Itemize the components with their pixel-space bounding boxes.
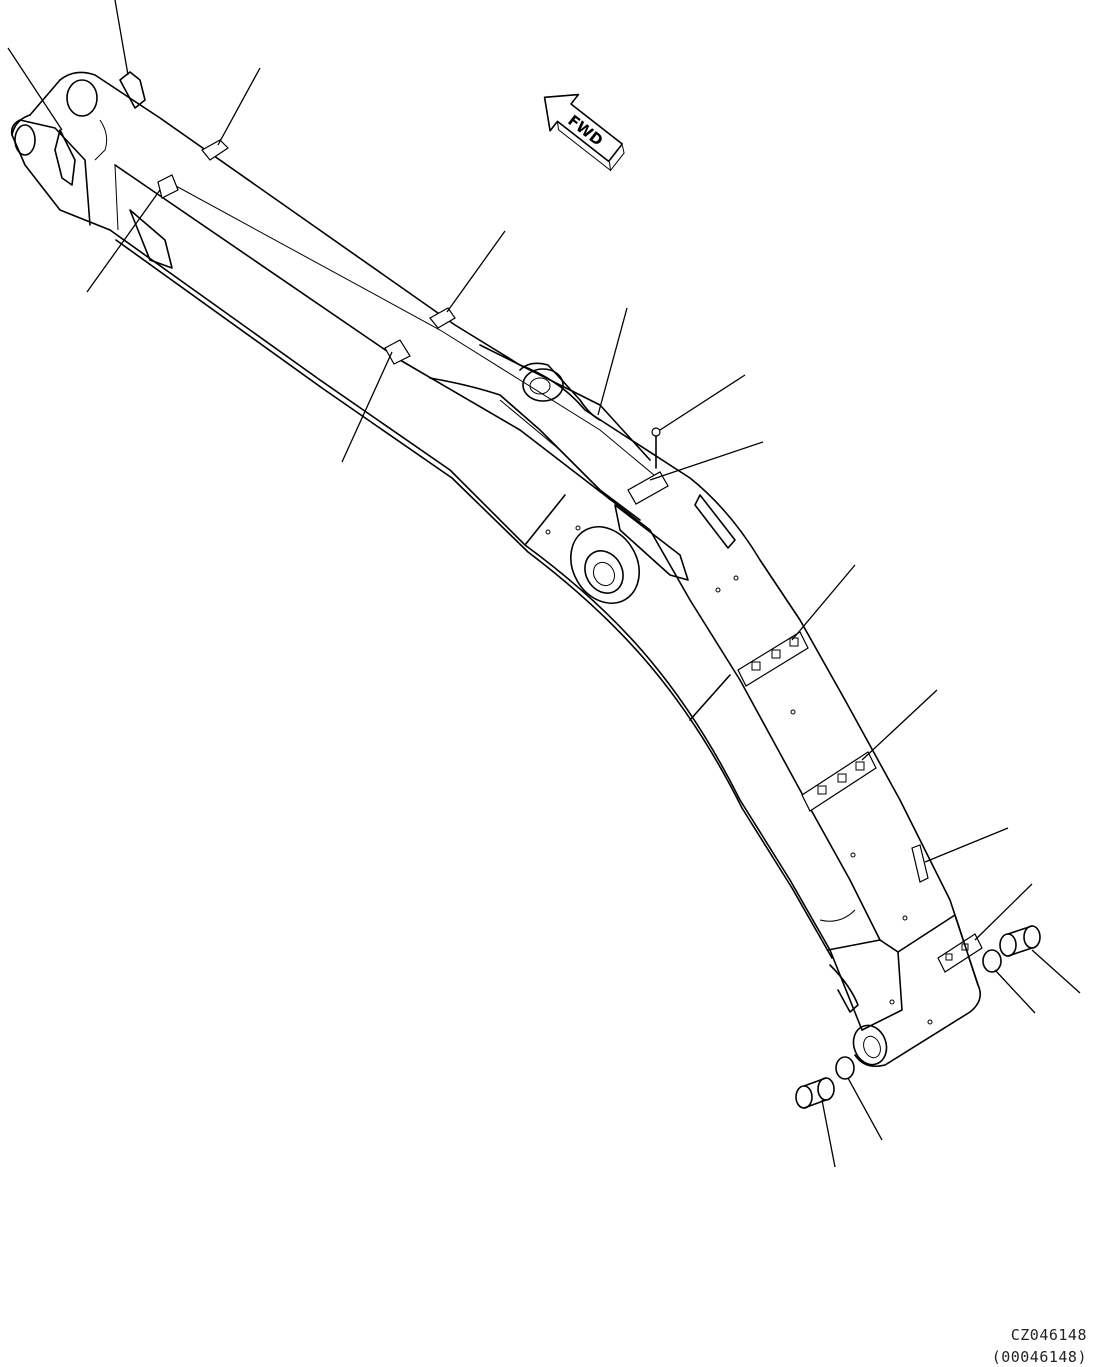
seal-ring-right xyxy=(982,949,1002,973)
hose-clamp-2 xyxy=(801,751,877,812)
leader-lines xyxy=(7,0,1081,1168)
bushing-left xyxy=(795,1077,835,1109)
grease-fitting xyxy=(651,427,661,437)
bracket-a xyxy=(201,139,229,161)
name-plate xyxy=(911,844,929,883)
base-pin-boss xyxy=(66,79,98,117)
arm-end-pin-boss xyxy=(852,1024,888,1066)
hose-clamp-4 xyxy=(627,471,669,505)
drawing-code: CZ046148 xyxy=(1010,1326,1087,1344)
bracket-d xyxy=(384,339,411,365)
seal-ring-left xyxy=(835,1056,855,1080)
arm-pin-boss xyxy=(570,526,640,604)
cylinder-pin-boss xyxy=(522,368,564,402)
boom-body xyxy=(10,71,983,1068)
fwd-direction-arrow: FWD xyxy=(543,93,625,172)
hose-clamp-1 xyxy=(737,631,809,687)
drawing-reference: (00046148) xyxy=(991,1348,1087,1366)
bracket-b xyxy=(157,174,179,199)
bracket-c xyxy=(429,307,456,329)
hose-clamp-3 xyxy=(937,933,983,973)
bushing-right xyxy=(999,925,1041,957)
